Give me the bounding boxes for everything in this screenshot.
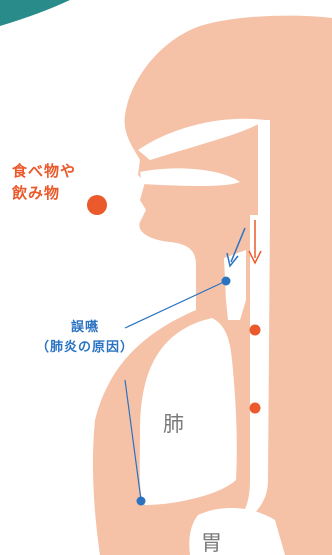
stomach-label: 胃 bbox=[201, 527, 222, 555]
food-label: 食べ物や 飲み物 bbox=[12, 160, 76, 204]
food-label-line2: 飲み物 bbox=[12, 182, 76, 204]
food-label-line1: 食べ物や bbox=[12, 160, 76, 182]
food-dot bbox=[87, 195, 107, 215]
lung-label: 肺 bbox=[163, 408, 184, 438]
aspiration-label-line2: （肺炎の原因） bbox=[10, 338, 160, 358]
aspiration-label-line1: 誤嚥 bbox=[10, 318, 160, 338]
food-dot-esophagus bbox=[250, 403, 261, 414]
food-dot-esophagus bbox=[250, 325, 261, 336]
aspiration-dot-throat bbox=[222, 277, 231, 286]
corner-accent bbox=[0, 0, 70, 26]
aspiration-label: 誤嚥 （肺炎の原因） bbox=[10, 318, 160, 358]
aspiration-dot-lung bbox=[137, 497, 146, 506]
pharynx bbox=[258, 120, 270, 228]
